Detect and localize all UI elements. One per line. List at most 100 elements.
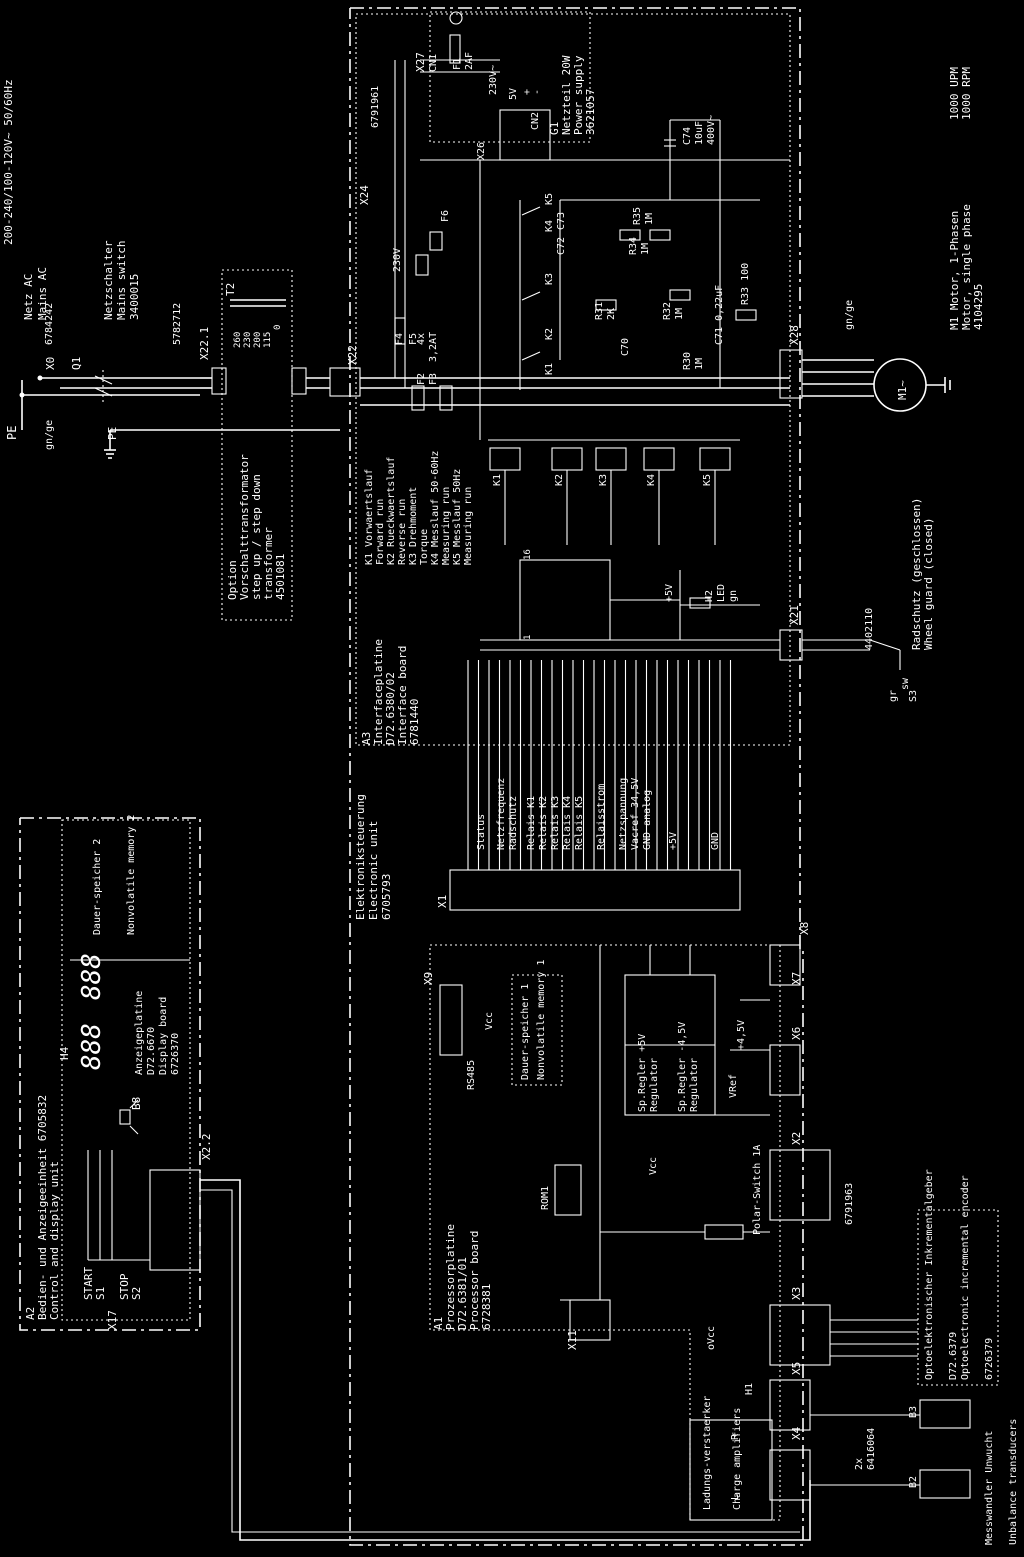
relay-contacts: K1 K2 K3 K4 K5 (519, 193, 555, 390)
v45-label: +4,5V (736, 1020, 747, 1050)
x4-label: X4 (790, 1426, 803, 1440)
res-r35: R35 (632, 207, 643, 225)
part-4402110-label: 4402110 (864, 608, 875, 650)
x27-label: X27 (414, 52, 427, 72)
display-unit: A2 Bedien- und Anzeigeeinheit 6705832 Co… (19, 815, 811, 1541)
h1-label: H1 (744, 1383, 755, 1395)
x22-1-label: X22.1 (198, 327, 211, 360)
s2-label: S2 (130, 1287, 143, 1300)
relay-legend-9: Measuring run (463, 487, 474, 565)
interface-part: 6781440 (408, 699, 421, 745)
part-6791961-label: 6791961 (370, 86, 381, 128)
interface-title-en: Interface board (396, 646, 409, 745)
part-5782712-label: 5782712 (172, 303, 183, 345)
mains-section: PE X0 Netz AC Mains AC 200-240/100-120V~… (2, 79, 200, 459)
encoder: Optoelektronischer Inkrementalgeber D72.… (830, 1169, 999, 1386)
wheel-guard-wire1: gr (888, 690, 899, 702)
relay-legend-4: K3 Drehmoment (408, 487, 419, 565)
relay-legend: K1 Vorwaertslauf Forward run K2 Rueckwae… (364, 451, 474, 565)
display-ref: A2 (24, 1307, 37, 1320)
fuse-f4: F4 (394, 333, 405, 345)
tap-115: 115 (263, 332, 273, 348)
netz-ac-label: Netz AC (22, 274, 35, 320)
proc-title-de: Prozessorplatine (444, 1224, 457, 1330)
wheel-guard-ref: S3 (908, 690, 919, 702)
electronic-unit-title-de: Elektroniksteuerung (354, 794, 367, 920)
relay-legend-7: Measuring run (441, 487, 452, 565)
relay-k5: K5 (702, 474, 713, 486)
signal-7: Relais K5 (574, 796, 585, 850)
res-r30-val: 1M (694, 358, 705, 370)
pe-label: PE (5, 426, 19, 440)
display-board-code: D72.6670 (146, 1027, 157, 1075)
tap-260: 260 (233, 332, 243, 348)
b3-label: B3 (908, 1406, 919, 1418)
x9-label: X9 (422, 972, 435, 985)
transformer-en1-label: step up / step down (250, 474, 263, 600)
transducer-en: Unbalance transducers (1008, 1419, 1019, 1545)
reg2-sub: Regulator (689, 1058, 700, 1112)
interface-code: D72.6380/02 (384, 672, 397, 745)
fuse-f3-rating: 3,2AT (428, 332, 439, 362)
memory2-en: Nonvolatile memory 2 (126, 815, 137, 935)
charge-amp-qty: 2x (854, 1458, 865, 1470)
memory1-de: Dauer-speicher 1 (520, 984, 531, 1080)
relay-k1: K1 (492, 474, 503, 486)
wheel-guard: S3 gr sw Radschutz (geschlossen) Wheel g… (869, 498, 935, 702)
signal-9: Netzspannung (618, 778, 629, 850)
tap-0: 0 (273, 325, 283, 330)
ribbon-lines (467, 660, 732, 870)
proc-title-en: Processor board (468, 1231, 481, 1330)
mains-ac-label: Mains AC (36, 267, 49, 320)
cn2-label: CN2 (530, 112, 541, 130)
reg1-sub: Regulator (649, 1058, 660, 1112)
x5-label: X5 (790, 1362, 803, 1375)
signal-11: GND analog (642, 790, 653, 850)
signal-12: +5V (668, 832, 679, 850)
vcc-in-label: Vcc (648, 1157, 659, 1175)
ps-title-de: Netzteil 20W (560, 55, 573, 135)
motor-text-en: Motor, single phase (960, 204, 973, 330)
cn1-label: CN1 (428, 54, 439, 72)
polarity-label: Polar-Switch 1A (752, 1145, 763, 1235)
wheel-guard-en: Wheel guard (closed) (922, 518, 935, 650)
charge-amplifiers: Ladungs-verstaerker Charge amplifiers 2x… (689, 1396, 877, 1521)
start-label: START (82, 1267, 95, 1300)
b2-label: B2 (908, 1476, 919, 1488)
q1-label: Q1 (70, 357, 83, 370)
digits-right: 888 (77, 953, 107, 1000)
display-board-en: Display board (158, 997, 169, 1075)
display-title-en: Control and display unit (48, 1161, 61, 1320)
ps-v230: 230V~ (488, 65, 499, 95)
proc-ref: A1 (432, 1317, 445, 1330)
power-supply: G1 Netzteil 20W Power supply 3621057 F1 … (420, 11, 597, 161)
motor-symbol: M1~ (896, 380, 909, 400)
electronic-unit-part: 6705793 (380, 874, 393, 920)
cap-c74-val: 10uF (694, 121, 705, 145)
memory1-en: Nonvolatile memory 1 (536, 960, 547, 1080)
transformer-part-label: 4501081 (274, 554, 287, 600)
pe2-label: PE (106, 427, 119, 440)
stop-label: STOP (118, 1273, 131, 1300)
encoder-de: Optoelektronischer Inkrementalgeber (924, 1169, 935, 1380)
x7-label: X7 (790, 972, 803, 985)
x8-label: X8 (798, 922, 811, 935)
contact-k1: K1 (544, 363, 555, 375)
x24-label: X24 (358, 185, 371, 205)
mains-voltage-label: 200-240/100-120V~ 50/60Hz (2, 79, 15, 245)
ps-v5: 5V (508, 88, 519, 100)
electronic-unit-title-en: Electronic unit (367, 821, 380, 920)
ps-f1-rating: 2AF (464, 52, 475, 70)
signal-6: Relais K4 (562, 796, 573, 850)
x2-2-label: X2.2 (200, 1134, 213, 1161)
display-board-de: Anzeigeplatine (134, 991, 145, 1075)
res-r32-val: 1M (674, 308, 685, 320)
res-r31: R31 (594, 302, 605, 320)
part-6784242-label: 6784242 (44, 303, 55, 345)
transducers: B3 B2 Messwandler Unwucht Unbalance tran… (810, 1399, 1019, 1545)
cap-c70: C70 (620, 338, 631, 356)
vcc-label: Vcc (484, 1012, 495, 1030)
relay-k2: K2 (554, 474, 565, 486)
cap-c72: C72 (556, 237, 567, 255)
